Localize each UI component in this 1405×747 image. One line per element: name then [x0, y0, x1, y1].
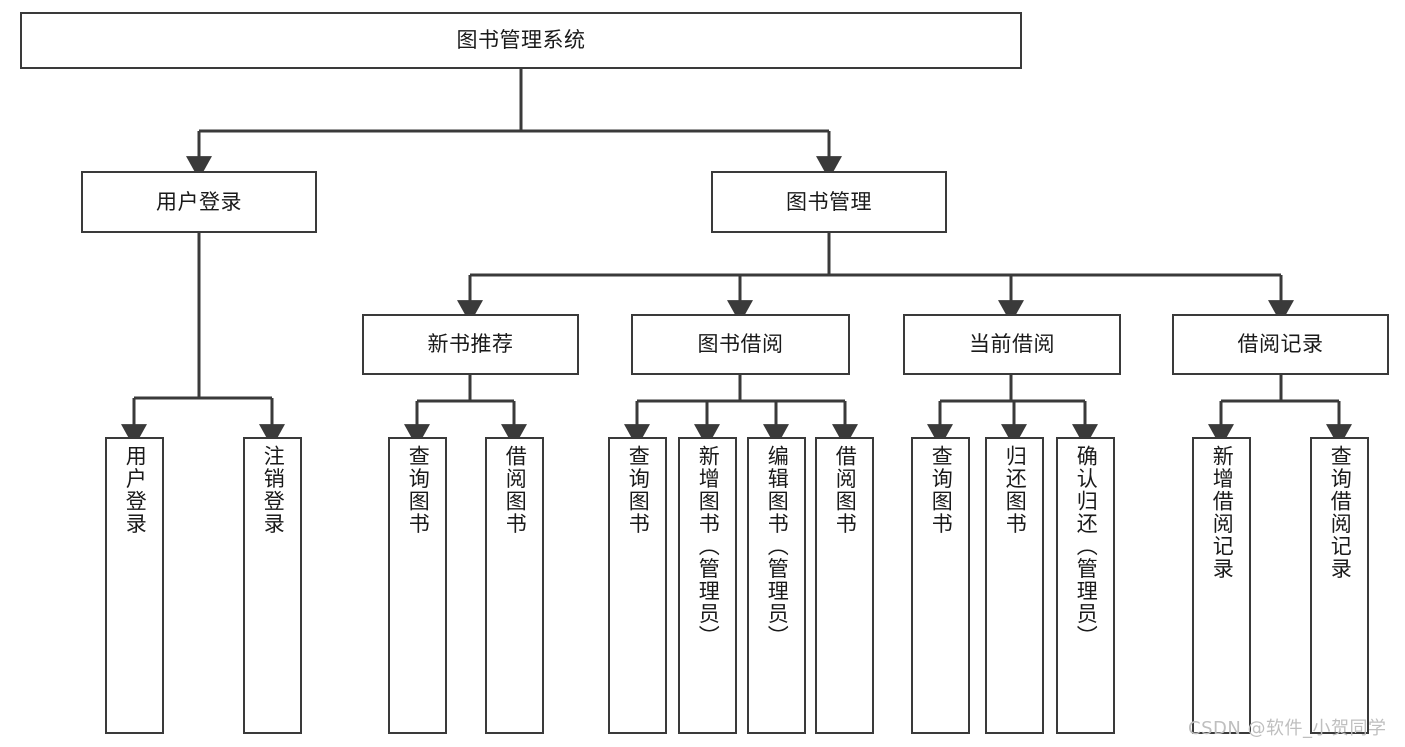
- node-label: 当前借阅: [969, 332, 1055, 357]
- node-label: 借阅图书: [833, 445, 858, 535]
- node-leaf-confirm-return-admin[interactable]: 确认归还（管理员）: [1056, 437, 1115, 734]
- node-label: 查询图书: [406, 445, 431, 535]
- node-label: 查询图书: [929, 445, 954, 535]
- node-label: 归还图书: [1003, 445, 1028, 535]
- node-leaf-query-book-rec[interactable]: 查询图书: [388, 437, 447, 734]
- node-label: 借阅记录: [1237, 332, 1324, 357]
- node-label: 新增借阅记录: [1210, 445, 1235, 580]
- node-root-system[interactable]: 图书管理系统: [20, 12, 1022, 69]
- node-leaf-return-book[interactable]: 归还图书: [985, 437, 1044, 734]
- node-borrow-record[interactable]: 借阅记录: [1172, 314, 1389, 375]
- node-leaf-user-login[interactable]: 用户登录: [105, 437, 164, 734]
- node-label: 用户登录: [156, 189, 242, 214]
- node-book-borrow[interactable]: 图书借阅: [631, 314, 850, 375]
- node-label: 图书管理: [786, 189, 872, 214]
- node-leaf-query-borrow-record[interactable]: 查询借阅记录: [1310, 437, 1369, 734]
- node-label: 图书管理系统: [456, 28, 586, 53]
- node-leaf-edit-book-admin[interactable]: 编辑图书（管理员）: [747, 437, 806, 734]
- node-label: 新增图书（管理员）: [696, 445, 721, 648]
- node-label: 查询图书: [626, 445, 651, 535]
- node-current-borrow[interactable]: 当前借阅: [903, 314, 1121, 375]
- node-label: 确认归还（管理员）: [1074, 445, 1099, 648]
- node-leaf-add-book-admin[interactable]: 新增图书（管理员）: [678, 437, 737, 734]
- node-label: 用户登录: [123, 445, 148, 535]
- node-leaf-borrow-book[interactable]: 借阅图书: [815, 437, 874, 734]
- node-leaf-add-borrow-record[interactable]: 新增借阅记录: [1192, 437, 1251, 734]
- node-leaf-logout[interactable]: 注销登录: [243, 437, 302, 734]
- node-book-manage[interactable]: 图书管理: [711, 171, 947, 233]
- node-user-login[interactable]: 用户登录: [81, 171, 317, 233]
- node-new-book-recommend[interactable]: 新书推荐: [362, 314, 579, 375]
- node-label: 新书推荐: [427, 332, 514, 357]
- node-label: 图书借阅: [697, 332, 784, 357]
- node-label: 编辑图书（管理员）: [765, 445, 790, 648]
- node-leaf-borrow-book-rec[interactable]: 借阅图书: [485, 437, 544, 734]
- node-leaf-query-book-current[interactable]: 查询图书: [911, 437, 970, 734]
- node-label: 注销登录: [261, 445, 286, 535]
- node-label: 借阅图书: [503, 445, 528, 535]
- node-label: 查询借阅记录: [1328, 445, 1353, 580]
- csdn-watermark: CSDN @软件_小贺同学: [1188, 718, 1387, 739]
- node-leaf-query-book-borrow[interactable]: 查询图书: [608, 437, 667, 734]
